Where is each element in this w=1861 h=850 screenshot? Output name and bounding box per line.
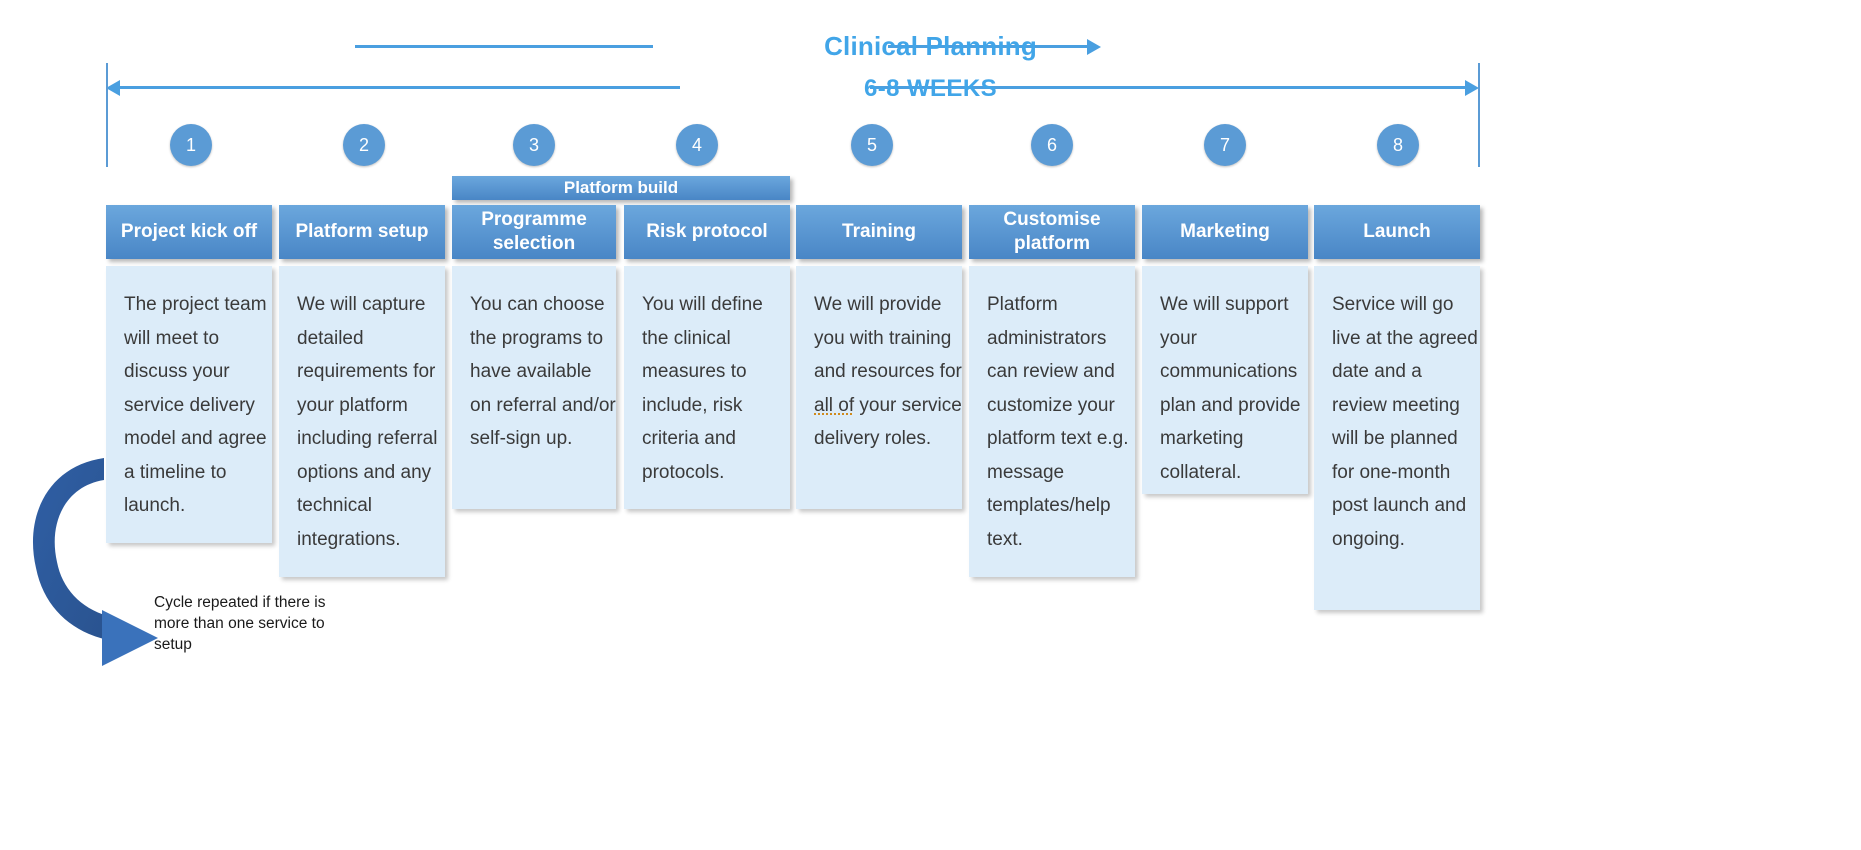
step-header-6[interactable]: Customise platform (969, 205, 1135, 259)
cycle-repeat-caption: Cycle repeated if there is more than one… (154, 594, 326, 653)
step-number: 6 (1046, 134, 1057, 155)
step-circle-7[interactable]: 7 (1204, 124, 1246, 166)
clinical-planning-arrowhead-icon (1087, 39, 1101, 55)
step-body-6: Platform administrators can review and c… (969, 266, 1135, 577)
step-body-1: The project team will meet to discuss yo… (106, 266, 272, 543)
step-body-5-flagged-phrase: all of (814, 394, 855, 416)
duration-label: 6-8 WEEKS (864, 75, 997, 102)
step-body-5-post: your service delivery roles. (814, 394, 962, 450)
step-circle-5[interactable]: 5 (851, 124, 893, 166)
weeks-rule-right (870, 86, 1466, 89)
weeks-rule-left (119, 86, 680, 89)
step-circle-3[interactable]: 3 (513, 124, 555, 166)
step-circle-1[interactable]: 1 (170, 124, 212, 166)
step-body-4: You will define the clinical measures to… (624, 266, 790, 509)
step-number: 7 (1219, 134, 1230, 155)
clinical-planning-rule-right (888, 45, 1088, 48)
step-header-7[interactable]: Marketing (1142, 205, 1308, 259)
step-circle-4[interactable]: 4 (676, 124, 718, 166)
step-header-1[interactable]: Project kick off (106, 205, 272, 259)
step-header-3[interactable]: Programme selection (452, 205, 616, 259)
group-banner-platform-build[interactable]: Platform build (452, 176, 790, 200)
step-header-2[interactable]: Platform setup (279, 205, 445, 259)
timeline-tick-end (1478, 63, 1480, 167)
step-number: 8 (1392, 134, 1403, 155)
step-circle-8[interactable]: 8 (1377, 124, 1419, 166)
step-number: 2 (358, 134, 369, 155)
step-circle-6[interactable]: 6 (1031, 124, 1073, 166)
step-number: 5 (866, 134, 877, 155)
timeline-tick-start (106, 63, 108, 167)
step-number: 1 (185, 134, 196, 155)
clinical-planning-label: Clinical Planning (824, 31, 1037, 61)
step-body-3: You can choose the programs to have avai… (452, 266, 616, 509)
step-number: 4 (691, 134, 702, 155)
step-body-2: We will capture detailed requirements fo… (279, 266, 445, 577)
clinical-planning-rule-left (355, 45, 653, 48)
step-body-8: Service will go live at the agreed date … (1314, 266, 1480, 610)
step-body-5: We will provide you with training and re… (796, 266, 962, 509)
step-body-5-pre: We will provide you with training and re… (814, 294, 962, 382)
step-header-8[interactable]: Launch (1314, 205, 1480, 259)
step-header-5[interactable]: Training (796, 205, 962, 259)
weeks-arrowhead-left-icon (106, 80, 120, 96)
step-circle-2[interactable]: 2 (343, 124, 385, 166)
weeks-arrowhead-right-icon (1465, 80, 1479, 96)
step-body-7: We will support your communications plan… (1142, 266, 1308, 494)
step-header-4[interactable]: Risk protocol (624, 205, 790, 259)
cycle-repeat-arrow-icon (32, 458, 158, 666)
step-number: 3 (528, 134, 539, 155)
